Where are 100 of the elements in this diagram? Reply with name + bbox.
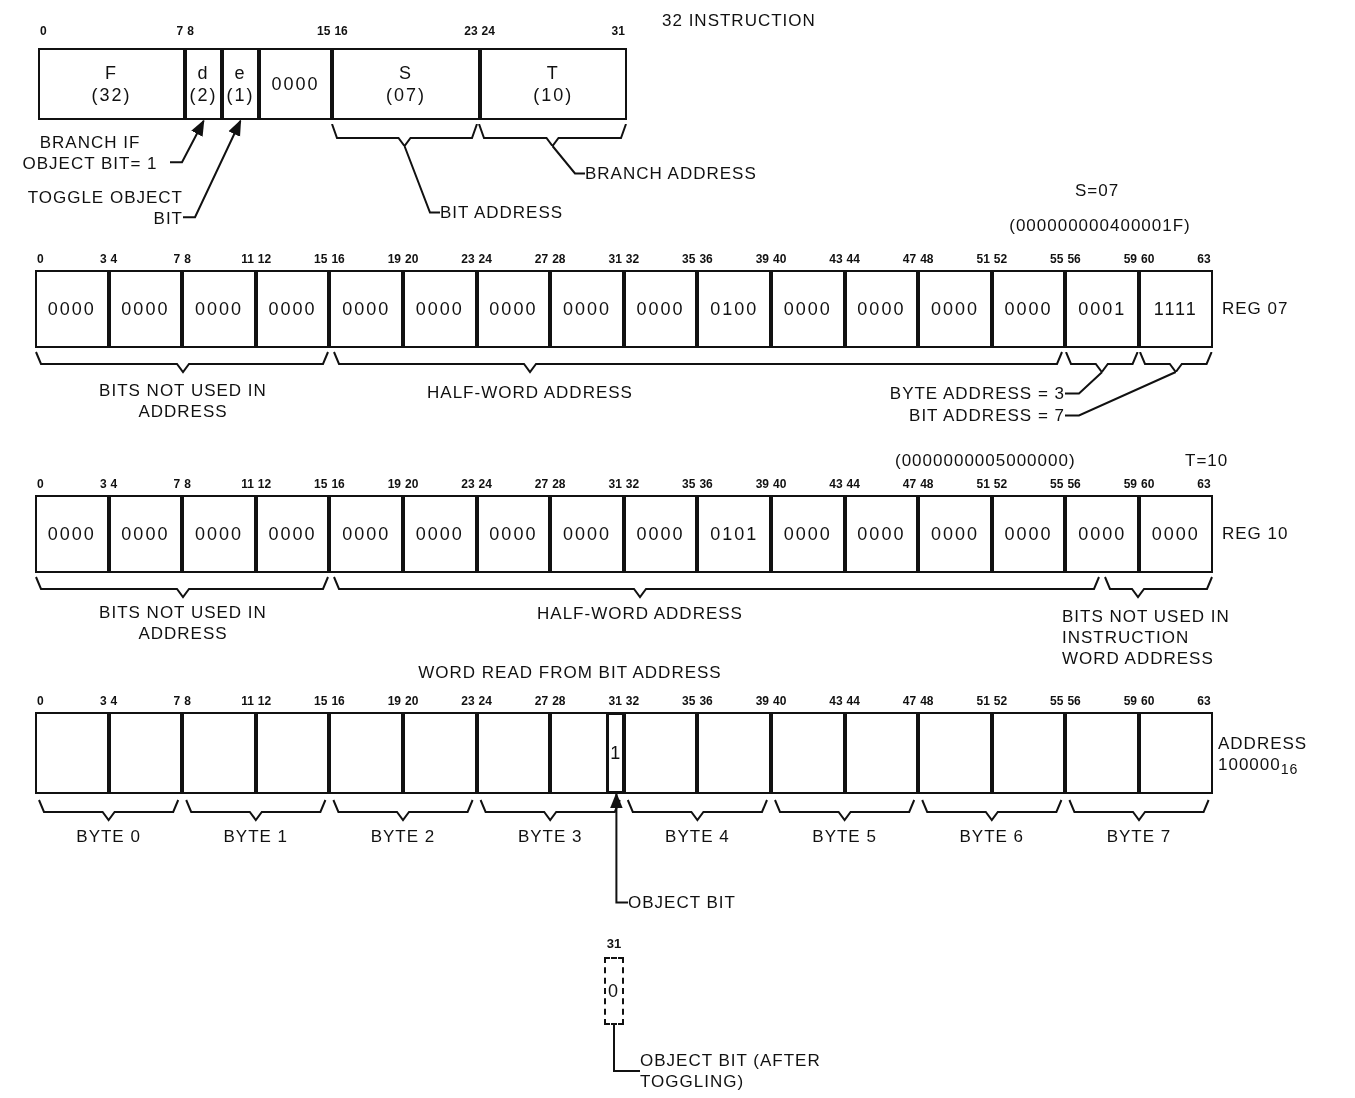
bit-number: 7	[173, 694, 181, 708]
bit-number: 32	[625, 477, 640, 491]
brace	[478, 124, 627, 146]
field-value: (1)	[226, 84, 255, 106]
cell-value: 0000	[783, 298, 832, 320]
bit-number: 55	[1050, 477, 1064, 491]
byte-label: BYTE 6	[958, 826, 1026, 847]
register-cell	[771, 270, 845, 348]
cell-value: 0000	[636, 298, 685, 320]
field-name: S	[398, 62, 413, 84]
bit-number: 35	[682, 694, 696, 708]
leader-line	[1064, 371, 1177, 417]
bit-number: 36	[699, 477, 713, 491]
bit-number: 59	[1123, 252, 1137, 266]
bit-number: 11	[241, 477, 254, 491]
register-cell	[991, 270, 1066, 348]
brace-label: HALF-WORD ADDRESS	[426, 382, 634, 403]
bit-number: 63	[1197, 477, 1211, 491]
bit-number: 63	[1197, 252, 1211, 266]
field-value: (10)	[533, 84, 574, 106]
register-cell	[476, 495, 551, 573]
register-cell	[844, 712, 919, 794]
note-text: BRANCH IF OBJECT BIT= 1	[10, 132, 170, 174]
bit-number: 36	[699, 252, 713, 266]
bit-number: 31	[606, 935, 622, 953]
register-cell	[623, 495, 698, 573]
note-text: TOGGLE OBJECT BIT	[8, 187, 183, 229]
register-cell	[550, 712, 624, 794]
field-name: d	[197, 62, 210, 84]
bit-number: 28	[552, 694, 566, 708]
hex-value: (0000000005000000)	[895, 450, 1076, 471]
register-cell	[771, 495, 845, 573]
cell-value: 0100	[710, 298, 759, 320]
register-cell	[918, 712, 992, 794]
register-cell	[844, 270, 919, 348]
value-text: S=07	[1073, 180, 1121, 201]
bit-number: 0	[37, 252, 44, 266]
register-cell	[844, 495, 919, 573]
bit-number: 27	[534, 477, 549, 491]
byte-label: BYTE 4	[664, 826, 731, 847]
register-cell	[476, 712, 551, 794]
cell-value: 0000	[121, 523, 170, 545]
bit-number: 15	[314, 252, 328, 266]
register-cell	[1065, 495, 1139, 573]
bit-number: 24	[478, 477, 492, 491]
register-cell	[623, 712, 698, 794]
register-cell	[35, 270, 109, 348]
bit-number: 16	[331, 252, 345, 266]
bit-number: 44	[846, 477, 860, 491]
bit-number: 7	[176, 24, 184, 38]
bit-number: 47	[902, 252, 917, 266]
cell-value: 0	[608, 980, 620, 1002]
cell-value: 1111	[1153, 298, 1198, 320]
bit-number: 31	[611, 24, 625, 38]
register-cell	[182, 270, 256, 348]
bit-number: 36	[699, 694, 713, 708]
register-cell	[403, 712, 477, 794]
cell-value: 0000	[268, 298, 317, 320]
register-cell	[623, 270, 698, 348]
bit-number: 8	[184, 694, 191, 708]
register-cell	[1139, 495, 1213, 573]
register-cell	[1065, 270, 1139, 348]
byte-label: BYTE 2	[369, 826, 437, 847]
bit-number: 15	[314, 694, 328, 708]
bit-number: 0	[37, 477, 44, 491]
field-value: (07)	[385, 84, 426, 106]
register-cell	[182, 495, 256, 573]
bit-number: 8	[187, 24, 194, 38]
bit-number: 60	[1141, 477, 1155, 491]
bit-number: 4	[110, 252, 118, 266]
register-cell	[550, 495, 624, 573]
arrow	[169, 119, 205, 164]
bit-number: 23	[464, 24, 478, 38]
value-text: T=10	[1185, 450, 1229, 471]
field-name: F	[105, 62, 119, 84]
leader-line	[551, 145, 586, 175]
bit-number: 44	[846, 694, 860, 708]
cell-value: 0000	[636, 523, 685, 545]
bit-number: 23	[461, 694, 475, 708]
bit-number: 39	[755, 694, 769, 708]
bit-number: 12	[257, 252, 272, 266]
bit-number: 31	[608, 252, 622, 266]
bit-number: 20	[405, 477, 419, 491]
register-cell	[697, 270, 771, 348]
bit-number: 43	[829, 694, 843, 708]
bit-number: 27	[534, 252, 549, 266]
bit-number: 56	[1067, 694, 1081, 708]
cell-value: 0000	[489, 298, 538, 320]
brace	[1139, 352, 1213, 372]
cell-value: 0000	[1004, 298, 1053, 320]
register-title: WORD READ FROM BIT ADDRESS	[417, 662, 723, 683]
register-cell	[403, 495, 477, 573]
bit-number: 63	[1197, 694, 1211, 708]
register-cell	[918, 270, 992, 348]
bit-number: 20	[405, 252, 419, 266]
bit-number: 43	[829, 477, 843, 491]
cell-value: 0000	[47, 298, 96, 320]
register-cell	[222, 48, 259, 120]
register-cell	[255, 712, 330, 794]
bit-number: 15	[314, 477, 328, 491]
